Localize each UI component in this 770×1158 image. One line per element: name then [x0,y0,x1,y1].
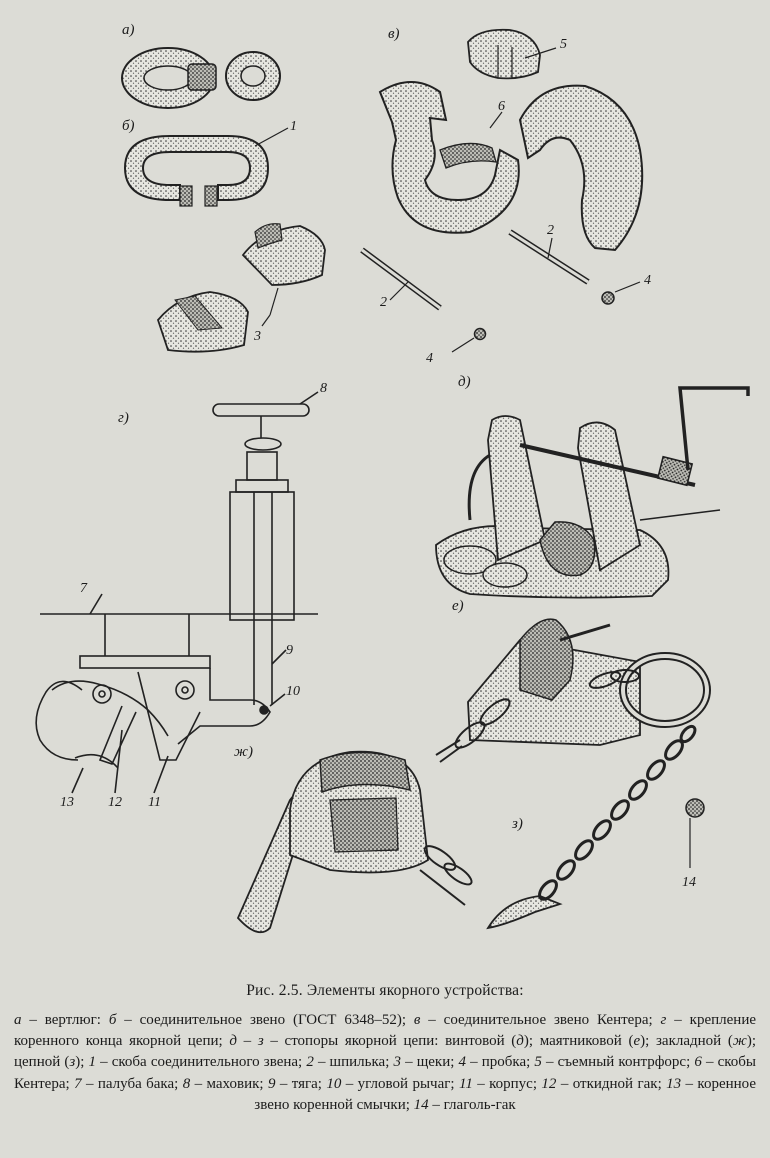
caption-key: 6 [694,1054,702,1071]
caption-text: – маховик; [190,1075,268,1092]
callout-2-left: 2 [380,295,387,310]
caption-text: – крепление коренного конца якорной цепи… [14,1012,757,1050]
caption-text: ); закладной ( [640,1033,733,1050]
caption-text: – шпилька; [313,1054,394,1071]
panel-label-b: б) [122,118,135,134]
caption-text: – тяга; [275,1075,327,1092]
panel-label-a: а) [122,22,135,38]
caption-key: з [69,1054,76,1071]
panel-label-e: е) [452,598,464,614]
panel-label-g: г) [118,410,129,426]
callout-14: 14 [682,875,696,890]
caption-text: ); маятниковой ( [523,1033,634,1050]
callout-1: 1 [290,119,297,134]
caption-text: – откидной гак; [556,1075,667,1092]
caption-key: д [516,1033,524,1050]
caption-text: – скоба соединительного звена; [96,1054,307,1071]
kenter-link-v [378,28,644,252]
callout-13: 13 [60,795,74,810]
pins-and-plugs [360,229,641,353]
caption-key: д – з [229,1033,264,1050]
callout-9: 9 [286,643,293,658]
caption-key: в [413,1012,421,1028]
panel-label-v: в) [388,26,400,42]
caption-key: 13 [666,1075,682,1092]
panel-label-d: д) [458,374,471,390]
pendulum-stopper-e [435,618,711,763]
caption-text: – вертлюг: [21,1012,109,1028]
callout-4-right: 4 [644,273,651,288]
caption-text: – стопоры якорной цепи: винтовой ( [263,1033,517,1050]
callout-3: 3 [253,329,261,344]
panel-label-zh: ж) [234,744,253,760]
caption-text: – соединительное звено Кентера; [420,1012,661,1028]
callout-7: 7 [80,581,88,596]
caption-text: ); цепной ( [14,1033,756,1071]
caption-text: ); [75,1054,89,1071]
callout-6: 6 [498,99,505,114]
caption-key: 12 [541,1075,557,1092]
caption-key: 10 [326,1075,342,1092]
caption-key: 5 [534,1054,542,1071]
swivel-a [121,47,281,109]
caption-key: 4 [458,1054,467,1071]
caption-key: 14 [413,1096,429,1113]
cheeks-3 [156,223,326,353]
caption-key: ж [732,1033,747,1050]
caption-text: – угловой рычаг; [341,1075,459,1092]
caption-key: 2 [306,1054,314,1071]
anchor-device-figure: а) б) в) г) д) е) ж) з) 1 2 2 3 4 4 5 6 … [35,22,750,934]
caption-key: 11 [458,1075,473,1092]
callout-10: 10 [286,684,300,699]
caption-key: б [108,1012,117,1028]
caption-text: – глаголь-гак [428,1096,516,1113]
caption-text: – пробка; [466,1054,535,1071]
caption-key: 7 [74,1075,82,1092]
panel-label-z: з) [511,816,523,832]
caption-text: – съемный контрфорс; [541,1054,695,1071]
caption-key: 9 [267,1075,276,1092]
caption-key: г [660,1012,667,1028]
caption-key: 8 [182,1075,191,1092]
figure-caption-legend: а – вертлюг: б – соединительное звено (Г… [14,1010,756,1116]
caption-key: а [14,1012,22,1028]
callout-4-left: 4 [426,351,433,366]
drop-in-stopper-zh [236,750,473,934]
caption-key: 3 [393,1054,401,1071]
callout-12: 12 [108,795,122,810]
caption-text: – соединительное звено (ГОСТ 6348–52); [116,1012,414,1028]
caption-key: е [633,1033,641,1050]
figure-caption-title: Рис. 2.5. Элементы якорного устройства: [246,982,524,999]
caption-text: – корпус; [472,1075,542,1092]
callout-5: 5 [560,37,567,52]
callout-11: 11 [148,795,161,810]
caption-key: 1 [88,1054,97,1071]
caption-text: – палуба бака; [81,1075,183,1092]
caption-text: – щеки; [400,1054,459,1071]
caption-text: – скобы Кентера; [14,1054,756,1092]
callout-8: 8 [320,381,327,396]
callout-2-right: 2 [547,223,554,238]
cable-end-fastening-g [35,391,319,794]
connecting-link-b [123,127,289,207]
caption-text: – коренное звено коренной смычки; [254,1075,757,1113]
chain-stopper-z [486,724,705,930]
screw-stopper-d [435,386,750,599]
